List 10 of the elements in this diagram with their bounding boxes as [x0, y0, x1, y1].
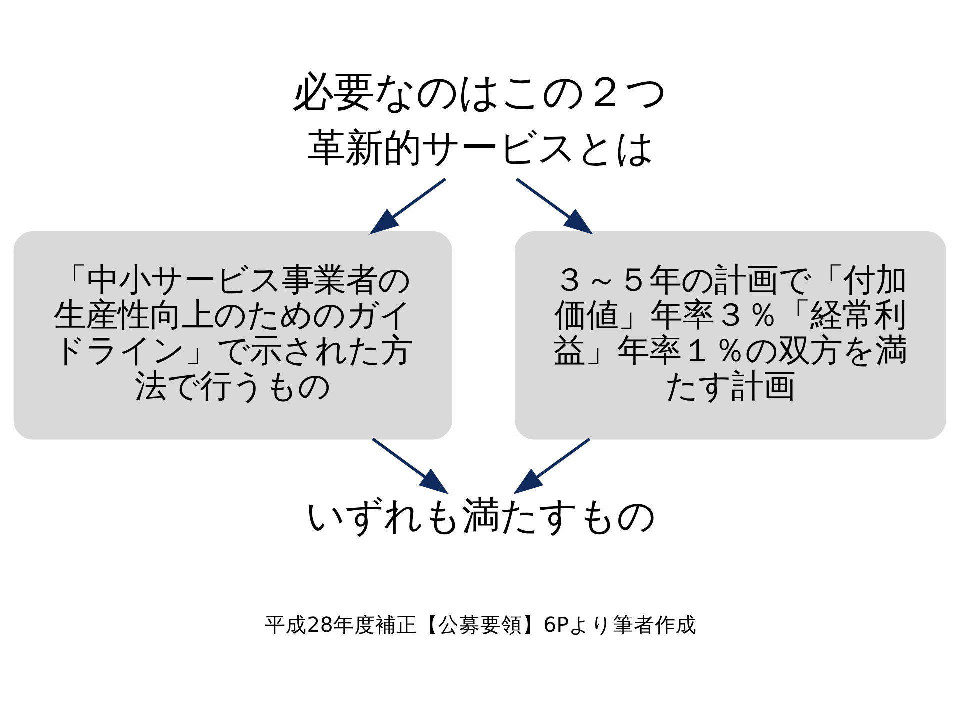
node-text: いずれも満たすもの — [306, 494, 656, 539]
diagram-title: 必要なのはこの２つ — [292, 68, 668, 116]
arrow — [372, 438, 449, 495]
arrow — [369, 178, 446, 235]
arrow — [516, 178, 594, 235]
node-box: ３～５年の計画で「付加価値」年率３％「経常利益」年率１％の双方を満たす計画 — [515, 232, 946, 440]
node-text: 革新的サービスとは — [308, 126, 655, 172]
caption: 平成28年度補正【公募要領】6Pより筆者作成 — [265, 612, 698, 637]
node-box: 「中小サービス事業者の生産性向上のためのガイドライン」で示された方法で行うもの — [14, 232, 452, 440]
arrow — [514, 438, 591, 494]
